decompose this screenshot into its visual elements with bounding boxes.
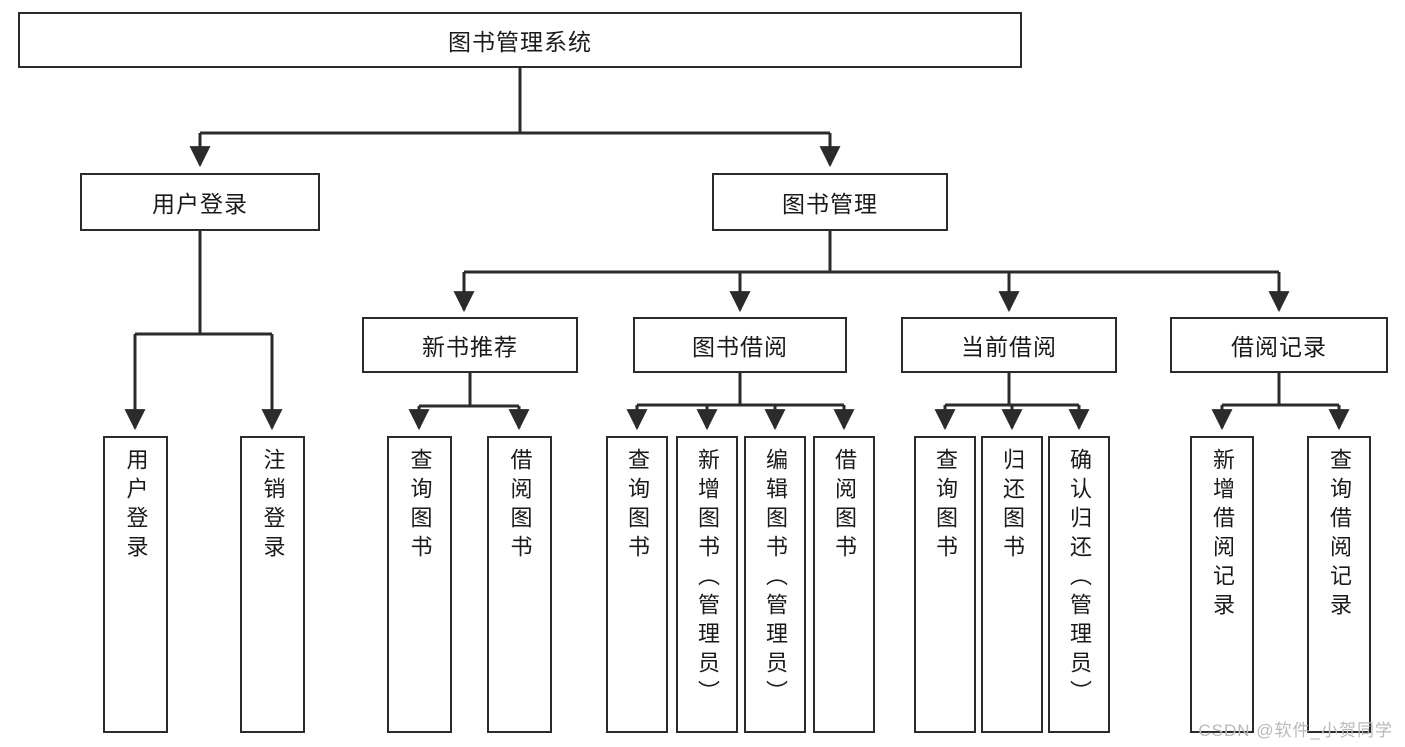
node-leaf-query-book-recommend[interactable]: 查询图书 <box>387 436 452 733</box>
node-leaf-return-book-label: 归还图书 <box>1000 448 1025 564</box>
node-user-login-label: 用户登录 <box>152 191 248 217</box>
node-leaf-confirm-return-admin[interactable]: 确认归还（管理员） <box>1048 436 1110 733</box>
node-leaf-borrow-book-label: 借阅图书 <box>832 448 857 564</box>
node-leaf-user-login[interactable]: 用户登录 <box>103 436 168 733</box>
node-current-borrow-label: 当前借阅 <box>961 334 1057 360</box>
node-book-management-label: 图书管理 <box>782 191 878 217</box>
node-leaf-user-login-label: 用户登录 <box>123 448 149 564</box>
node-leaf-confirm-return-admin-label: 确认归还（管理员） <box>1067 448 1092 709</box>
node-book-borrow[interactable]: 图书借阅 <box>633 317 847 373</box>
node-leaf-logout[interactable]: 注销登录 <box>240 436 305 733</box>
node-leaf-add-borrow-record[interactable]: 新增借阅记录 <box>1190 436 1254 733</box>
node-leaf-edit-book-admin-label: 编辑图书（管理员） <box>763 448 788 709</box>
node-leaf-logout-label: 注销登录 <box>260 448 286 564</box>
node-root-label: 图书管理系统 <box>448 29 592 55</box>
node-leaf-add-borrow-record-label: 新增借阅记录 <box>1210 448 1235 622</box>
node-leaf-query-book-current-label: 查询图书 <box>933 448 958 564</box>
node-new-book-recommend[interactable]: 新书推荐 <box>362 317 578 373</box>
node-user-login[interactable]: 用户登录 <box>80 173 320 231</box>
node-leaf-return-book[interactable]: 归还图书 <box>981 436 1043 733</box>
node-leaf-borrow-book[interactable]: 借阅图书 <box>813 436 875 733</box>
node-root[interactable]: 图书管理系统 <box>18 12 1022 68</box>
watermark-text: CSDN @软件_小贺同学 <box>1198 721 1393 740</box>
node-leaf-query-book-recommend-label: 查询图书 <box>407 448 433 564</box>
node-leaf-query-borrow-record-label: 查询借阅记录 <box>1327 448 1352 622</box>
node-leaf-query-book-borrow-label: 查询图书 <box>625 448 650 564</box>
node-leaf-query-borrow-record[interactable]: 查询借阅记录 <box>1307 436 1371 733</box>
node-borrow-records[interactable]: 借阅记录 <box>1170 317 1388 373</box>
node-leaf-borrow-book-recommend[interactable]: 借阅图书 <box>487 436 552 733</box>
node-borrow-records-label: 借阅记录 <box>1231 334 1327 360</box>
node-leaf-edit-book-admin[interactable]: 编辑图书（管理员） <box>744 436 806 733</box>
node-leaf-query-book-borrow[interactable]: 查询图书 <box>606 436 668 733</box>
node-current-borrow[interactable]: 当前借阅 <box>901 317 1117 373</box>
node-leaf-borrow-book-recommend-label: 借阅图书 <box>507 448 533 564</box>
node-leaf-query-book-current[interactable]: 查询图书 <box>914 436 976 733</box>
node-book-borrow-label: 图书借阅 <box>692 334 788 360</box>
node-leaf-add-book-admin-label: 新增图书（管理员） <box>695 448 720 709</box>
node-book-management[interactable]: 图书管理 <box>712 173 948 231</box>
node-new-book-recommend-label: 新书推荐 <box>422 334 518 360</box>
node-leaf-add-book-admin[interactable]: 新增图书（管理员） <box>676 436 738 733</box>
